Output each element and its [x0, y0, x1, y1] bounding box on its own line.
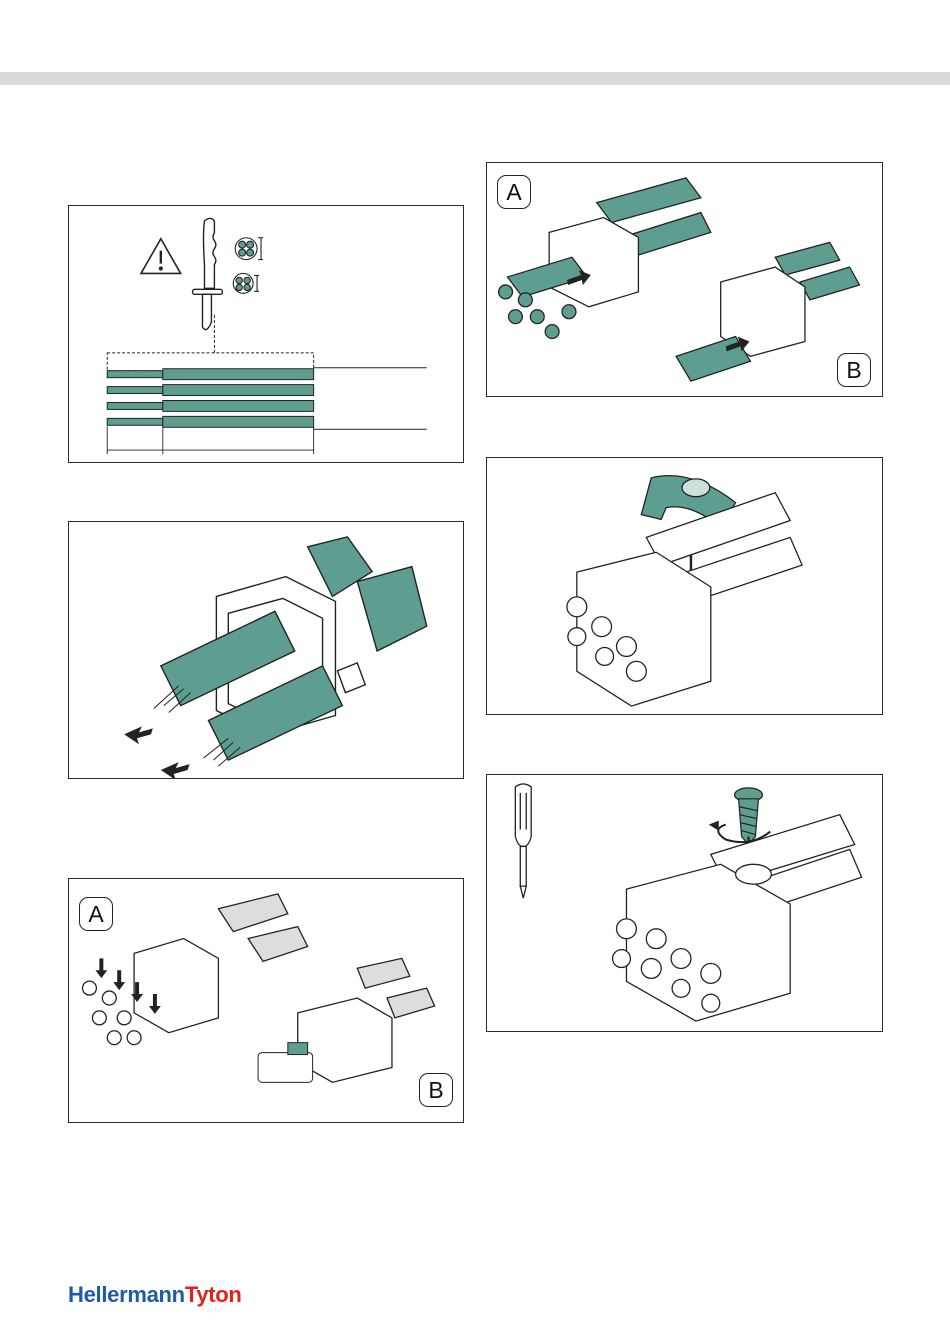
stripping-illustration	[69, 206, 463, 462]
pull-arrow-icon	[124, 726, 189, 778]
pin-row	[258, 1043, 313, 1083]
header-bar	[0, 72, 950, 85]
step-label-a: A	[497, 175, 531, 209]
panel-contact-locking: A B	[68, 878, 464, 1123]
step-label-b: B	[419, 1073, 453, 1107]
panel-clamp-placement	[486, 457, 883, 715]
screwdriver-icon	[515, 784, 531, 898]
panel-cable-insertion	[68, 521, 464, 779]
clamp-illustration	[487, 458, 882, 714]
warning-icon	[141, 239, 181, 274]
knife-icon	[193, 218, 223, 329]
brand-name-part1: Hellermann	[68, 1282, 185, 1307]
panel-screw-fastening	[486, 774, 883, 1032]
step-label-b: B	[837, 353, 871, 387]
stripped-conductors	[107, 369, 313, 428]
screw-icon	[735, 788, 763, 845]
step-label-a: A	[79, 897, 113, 931]
cable-section-icon	[233, 238, 263, 294]
brand-logo: HellermannTyton	[68, 1282, 242, 1308]
contact-insertion-illustration	[487, 163, 882, 396]
insertion-illustration	[69, 522, 463, 778]
locking-illustration	[69, 879, 463, 1122]
brand-name-part2: Tyton	[185, 1282, 242, 1307]
panel-contact-insertion: A B	[486, 162, 883, 397]
panel-cable-stripping	[68, 205, 464, 463]
screw-illustration	[487, 775, 882, 1031]
